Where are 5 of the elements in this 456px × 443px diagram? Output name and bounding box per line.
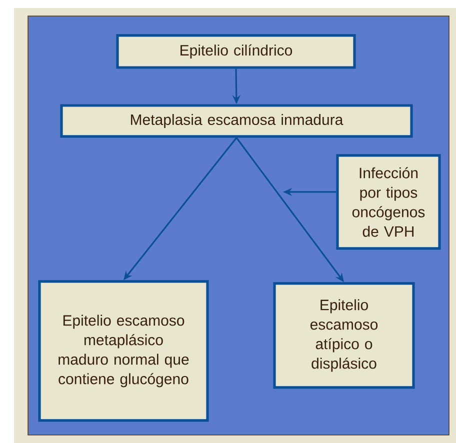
process-box: Epitelio escamoso metaplásico maduro normal que contiene glucógeno [38, 280, 209, 422]
process-box: Infección por tipos oncógenos de VPH [336, 154, 441, 250]
process-box: Metaplasia escamosa inmadura [60, 104, 413, 138]
process-box: Epitelio escamoso atípico o displásico [273, 282, 415, 389]
process-box: Epitelio cilíndrico [116, 34, 356, 69]
